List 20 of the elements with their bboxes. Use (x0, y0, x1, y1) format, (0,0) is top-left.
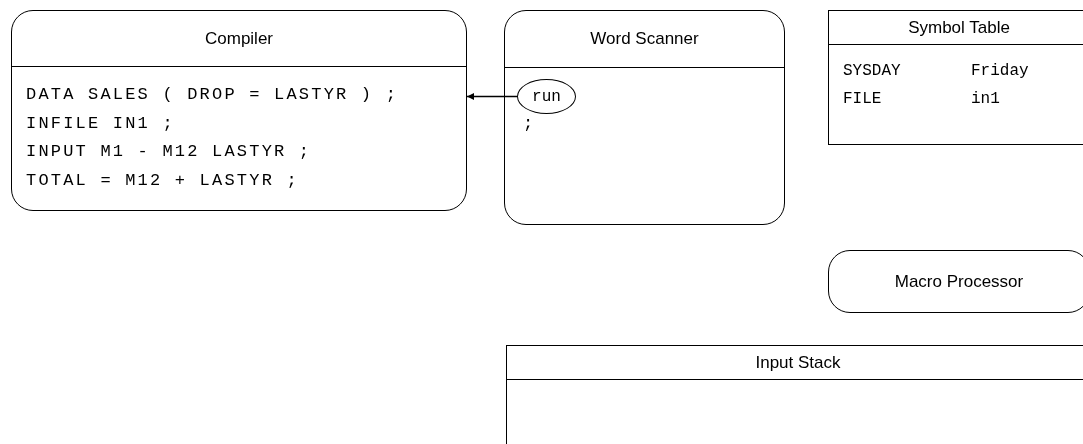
code-line: ; (523, 114, 535, 133)
code-line: DATA SALES ( DROP = LASTYR ) ; (26, 85, 399, 104)
code-line: INPUT M1 - M12 LASTYR ; (26, 142, 312, 161)
panel-title: Input Stack (755, 352, 841, 373)
table-cell: SYSDAY (843, 62, 901, 80)
token-text: run (532, 87, 561, 106)
table-cell: in1 (971, 89, 1000, 108)
panel-title: Macro Processor (894, 271, 1024, 292)
table-panel (828, 10, 1083, 145)
table-cell: FILE (843, 89, 882, 108)
panel-title: Compiler (205, 28, 273, 49)
panel-title: Word Scanner (590, 29, 699, 49)
code-line: TOTAL = M12 + LASTYR ; (26, 170, 299, 190)
rounded-panel (11, 10, 467, 211)
code-line: INFILE IN1 ; (26, 113, 175, 133)
rounded-panel (504, 10, 785, 225)
table-cell: Friday (971, 62, 1029, 80)
panel-title: Symbol Table (908, 17, 1010, 38)
table-panel (506, 345, 1083, 444)
arrow (466, 93, 518, 100)
